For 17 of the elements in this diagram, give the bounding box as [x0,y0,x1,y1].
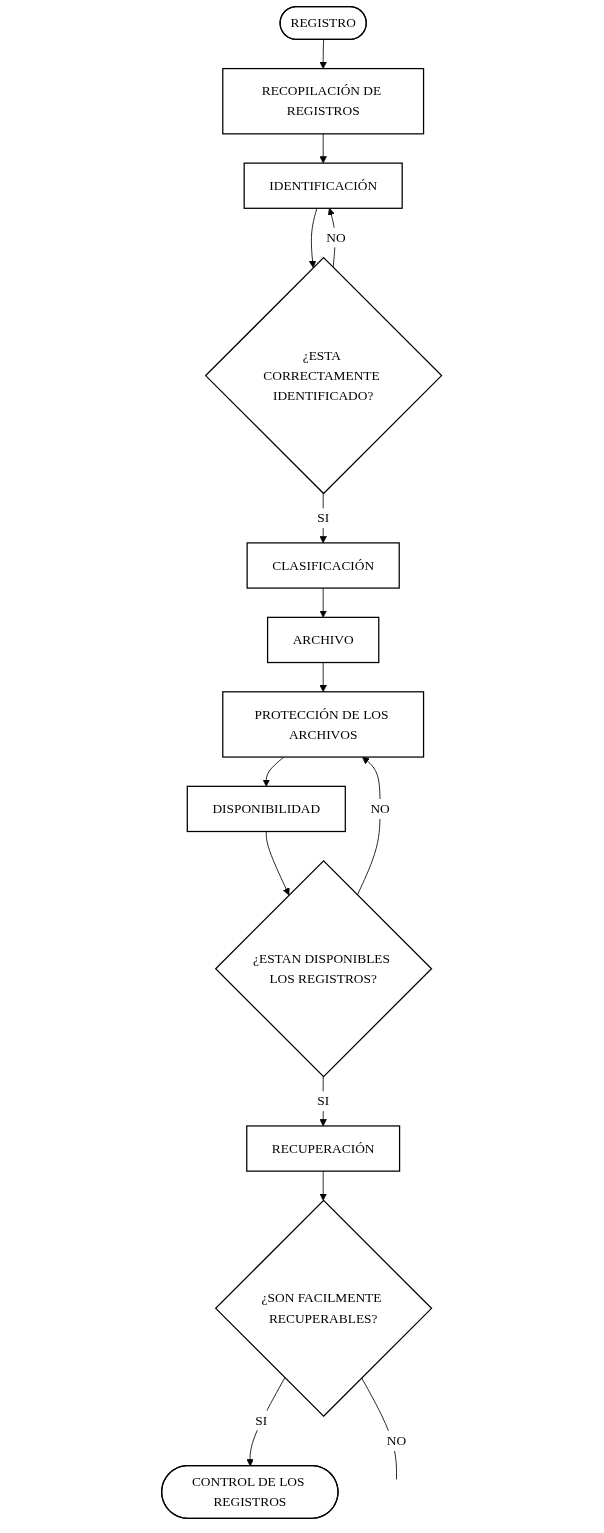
node-box: IDENTIFICACIÓN [243,162,404,209]
edge-label: NO [326,230,346,245]
edge-label: NO [387,1433,407,1448]
node-box: ARCHIVO [267,616,380,664]
edge-label: SI [317,1093,330,1108]
edge-label: SI [317,510,330,525]
node-box: RECOPILACIÓN DE REGISTROS [222,67,425,135]
node-box: PROTECCIÓN DE LOS ARCHIVOS [222,691,425,758]
node-box: RECUPERACIÓN [246,1125,401,1172]
connector [361,1377,398,1480]
node-box: DISPONIBILIDAD [187,785,347,833]
edge-label: NO [370,801,391,816]
node-diamond: ¿ESTAN DISPONIBLES LOS REGISTROS? [215,859,433,1078]
node-box: CLASIFICACIÓN [246,542,401,589]
node-diamond: ¿ESTA CORRECTAMENTE IDENTIFICADO? [205,256,443,495]
edge-label: SI [255,1412,268,1428]
node-diamond: ¿SON FACILMENTE RECUPERABLES? [215,1199,433,1418]
